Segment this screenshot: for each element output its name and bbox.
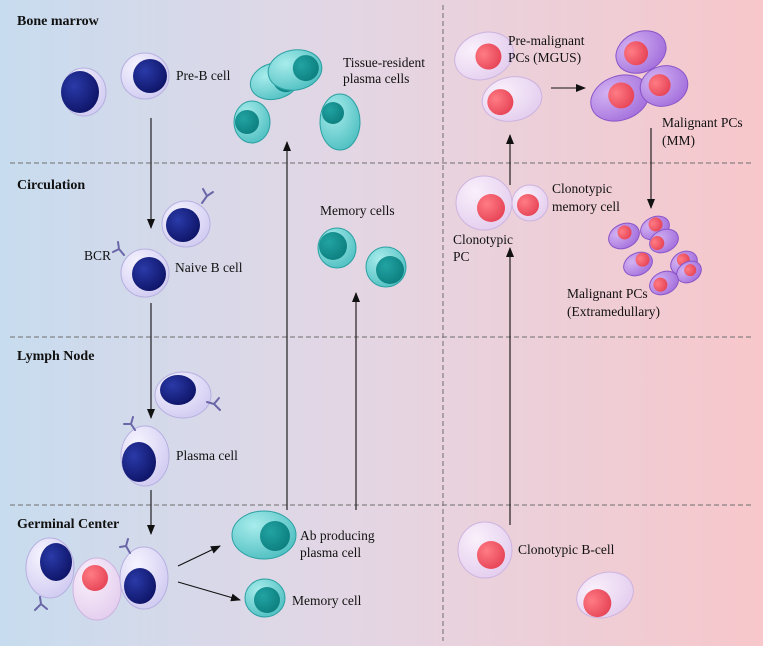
label-malignant-extra-2: (Extramedullary)	[567, 304, 660, 319]
pre-b-cell	[120, 52, 170, 100]
label-clonotypic-memory-1: Clonotypic	[552, 181, 612, 196]
clonotypic-b-cell	[457, 521, 513, 579]
malignant-pcs-extramedullary	[608, 215, 702, 296]
lymph-node-plasma-cell	[120, 416, 170, 487]
label-clonotypic-pc-2: PC	[453, 249, 470, 264]
b-cell	[61, 67, 107, 117]
clonotypic-memory-cell	[511, 184, 549, 222]
gc-b-cell-right	[119, 538, 169, 610]
label-plasma-cell: Plasma cell	[176, 448, 238, 463]
section-lymph-node: Lymph Node	[17, 349, 94, 364]
label-malignant-extra-1: Malignant PCs	[567, 286, 648, 301]
tissue-resident-plasma-cells	[233, 49, 361, 151]
gc-memory-cell	[244, 578, 286, 618]
section-dividers	[10, 5, 753, 641]
arrows	[147, 84, 655, 602]
circulating-b-cell	[161, 188, 214, 248]
label-pre-b-cell: Pre-B cell	[176, 68, 231, 83]
malignant-pcs-mm	[590, 30, 689, 122]
gc-b-cell-left	[25, 537, 75, 611]
label-ab-producing-2: plasma cell	[300, 545, 361, 560]
label-clonotypic-memory-2: memory cell	[552, 199, 620, 214]
ab-producing-plasma-cell	[231, 510, 297, 560]
label-malignant-mm-1: Malignant PCs	[662, 115, 743, 130]
section-germinal-center: Germinal Center	[17, 517, 119, 532]
section-circulation: Circulation	[17, 178, 85, 193]
naive-b-cell	[112, 241, 170, 298]
pre-malignant-pcs	[454, 31, 543, 122]
label-pre-malignant-2: PCs (MGUS)	[508, 50, 581, 65]
label-bcr: BCR	[84, 248, 111, 263]
label-ab-producing-1: Ab producing	[300, 528, 375, 543]
gc-cell-pink	[72, 557, 122, 621]
lymph-node-b-cell	[154, 371, 221, 419]
clonotypic-pc	[455, 175, 513, 231]
arrow-gc-to-ab-plasma	[177, 545, 221, 567]
label-pre-malignant-1: Pre-malignant	[508, 33, 585, 48]
memory-cells	[317, 227, 407, 288]
label-naive-b-cell: Naive B cell	[175, 260, 243, 275]
label-memory-cells: Memory cells	[320, 203, 395, 218]
label-malignant-mm-2: (MM)	[662, 133, 695, 148]
label-clonotypic-b-cell: Clonotypic B-cell	[518, 542, 615, 557]
label-memory-cell: Memory cell	[292, 593, 362, 608]
label-clonotypic-pc-1: Clonotypic	[453, 232, 513, 247]
label-tissue-resident-2: plasma cells	[343, 71, 409, 86]
section-bone-marrow: Bone marrow	[17, 14, 100, 29]
label-tissue-resident-1: Tissue-resident	[343, 55, 425, 70]
arrow-gc-to-memory	[177, 581, 241, 602]
clonotypic-b-cell-2	[576, 571, 634, 619]
